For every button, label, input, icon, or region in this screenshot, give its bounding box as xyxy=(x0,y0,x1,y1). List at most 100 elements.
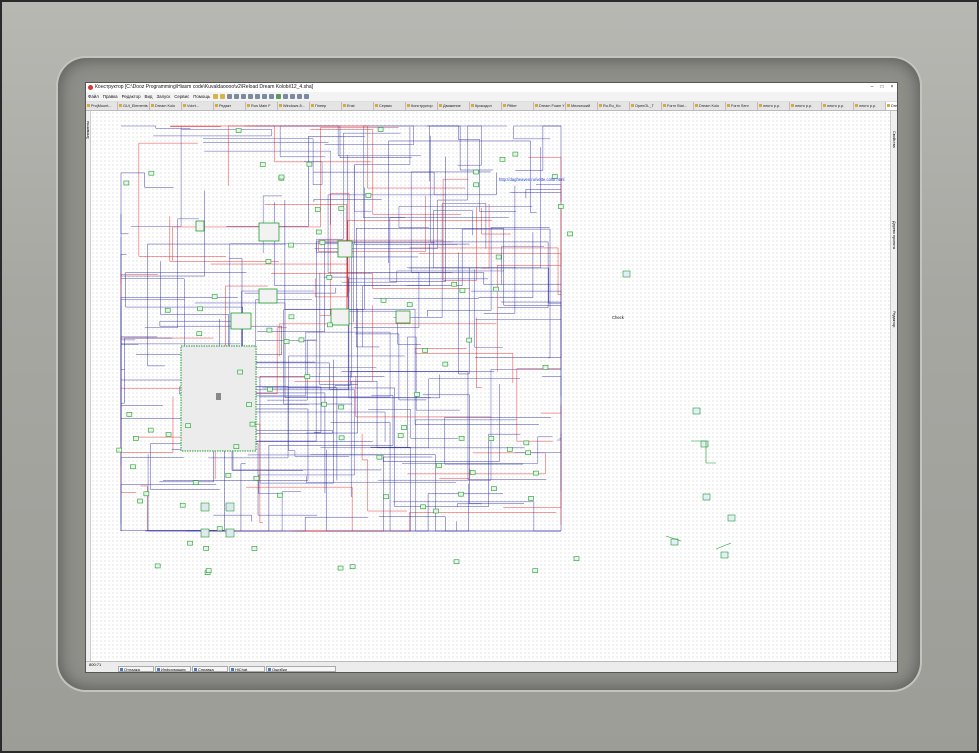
project-tab[interactable]: лекто р.р. xyxy=(822,102,854,110)
maximize-button[interactable]: □ xyxy=(877,83,887,91)
save-icon[interactable] xyxy=(227,94,232,99)
schematic-canvas[interactable]: http://dagheaven.ru/vette.color.html Che… xyxy=(91,111,890,660)
help-tab[interactable]: Справка xyxy=(192,666,228,672)
wire xyxy=(260,360,384,483)
wire xyxy=(280,126,414,157)
menu-help[interactable]: Помощь xyxy=(191,94,212,99)
wire xyxy=(153,129,271,136)
wire xyxy=(313,172,496,195)
url-label[interactable]: http://dagheaven.ru/vette.color.html xyxy=(499,177,564,182)
minimize-button[interactable]: – xyxy=(867,83,877,91)
wire xyxy=(121,337,157,442)
component xyxy=(524,441,529,445)
wire xyxy=(510,126,561,202)
component xyxy=(234,445,239,449)
cursor-coordinates: 800:71 xyxy=(89,662,101,667)
project-tab[interactable]: Dream Kolo xyxy=(886,102,897,110)
hichat-tab[interactable]: HiChat xyxy=(229,666,265,672)
project-tab[interactable]: Ru.Ru_Ko xyxy=(598,102,630,110)
project-tab[interactable]: Run Main F xyxy=(246,102,278,110)
new-file-icon[interactable] xyxy=(213,94,218,99)
component xyxy=(533,569,538,573)
project-tab[interactable]: Конструктор xyxy=(406,102,438,110)
menu-editor[interactable]: Редактор xyxy=(120,94,143,99)
editor-panel-tab[interactable]: Редактор xyxy=(892,311,896,327)
component xyxy=(327,275,332,279)
component xyxy=(339,207,344,211)
project-tab[interactable]: Form Stat... xyxy=(662,102,694,110)
paste-icon[interactable] xyxy=(255,94,260,99)
open-folder-icon[interactable] xyxy=(220,94,225,99)
project-tab[interactable]: Плеер xyxy=(310,102,342,110)
menu-view[interactable]: Вид xyxy=(143,94,155,99)
run-icon[interactable] xyxy=(276,94,281,99)
project-tab[interactable]: Dream Kolo xyxy=(150,102,182,110)
close-button[interactable]: × xyxy=(887,83,897,91)
component xyxy=(558,204,563,208)
project-tab[interactable]: GUI_Elements xyxy=(118,102,150,110)
project-tab[interactable]: OpenGL_T xyxy=(630,102,662,110)
component-block xyxy=(331,309,349,325)
wire xyxy=(186,447,410,531)
wire xyxy=(307,476,456,483)
pointer-icon[interactable] xyxy=(283,94,288,99)
properties-panel-tab[interactable]: Свойства xyxy=(892,131,896,148)
component xyxy=(307,162,312,166)
save-all-icon[interactable] xyxy=(234,94,239,99)
app-icon xyxy=(88,85,93,90)
component xyxy=(528,496,533,500)
project-tree-panel-tab[interactable]: Дерево проекта xyxy=(892,221,896,249)
component xyxy=(496,255,501,259)
menu-run[interactable]: Запуск xyxy=(155,94,173,99)
undo-icon[interactable] xyxy=(262,94,267,99)
component xyxy=(198,307,203,311)
wire xyxy=(121,378,136,493)
copy-icon[interactable] xyxy=(248,94,253,99)
component xyxy=(513,152,518,156)
component xyxy=(267,387,272,391)
project-tab[interactable]: лекто р.р. xyxy=(790,102,822,110)
component xyxy=(507,447,512,451)
project-tab[interactable]: лекто р.р. xyxy=(758,102,790,110)
debug-tab[interactable]: Отладка xyxy=(118,666,154,672)
wire xyxy=(121,173,174,283)
right-panel: Свойства Дерево проекта Редактор xyxy=(890,111,897,661)
wire xyxy=(368,409,458,438)
wire xyxy=(402,437,552,464)
wire xyxy=(121,397,173,453)
project-tab[interactable]: лекто р.р. xyxy=(854,102,886,110)
wire xyxy=(170,126,371,162)
redo-icon[interactable] xyxy=(269,94,274,99)
project-tab[interactable]: Редакт xyxy=(214,102,246,110)
schematic-wires xyxy=(91,111,890,660)
errors-tab[interactable]: Ошибки xyxy=(266,666,336,672)
project-tab[interactable]: Мноческий xyxy=(566,102,598,110)
project-tab[interactable]: Крокодил xyxy=(470,102,502,110)
menu-service[interactable]: Сервис xyxy=(172,94,191,99)
menu-edit[interactable]: Правка xyxy=(101,94,120,99)
project-tab[interactable]: Dream Foam Y xyxy=(534,102,566,110)
wire xyxy=(316,242,452,252)
tools-icon[interactable] xyxy=(297,94,302,99)
project-tab[interactable]: Движение xyxy=(438,102,470,110)
step-icon[interactable] xyxy=(290,94,295,99)
plugin-icon[interactable] xyxy=(304,94,309,99)
menu-file[interactable]: Файл xyxy=(86,94,101,99)
component xyxy=(138,499,143,503)
component xyxy=(315,207,320,211)
info-tab[interactable]: Информация xyxy=(155,666,191,672)
project-tab[interactable]: Form Serv xyxy=(726,102,758,110)
component xyxy=(443,362,448,366)
project-tab[interactable]: ProjMount... xyxy=(86,102,118,110)
project-tab[interactable]: Dream Kolo xyxy=(694,102,726,110)
component xyxy=(247,403,252,407)
cut-icon[interactable] xyxy=(241,94,246,99)
project-tab[interactable]: Windows 8... xyxy=(278,102,310,110)
project-tab[interactable]: Vcbrt... xyxy=(182,102,214,110)
component-block xyxy=(259,289,277,303)
project-tab[interactable]: Plitter xyxy=(502,102,534,110)
project-tab[interactable]: Enst xyxy=(342,102,374,110)
wire xyxy=(484,186,515,314)
component xyxy=(316,230,321,234)
project-tab[interactable]: Сервис xyxy=(374,102,406,110)
